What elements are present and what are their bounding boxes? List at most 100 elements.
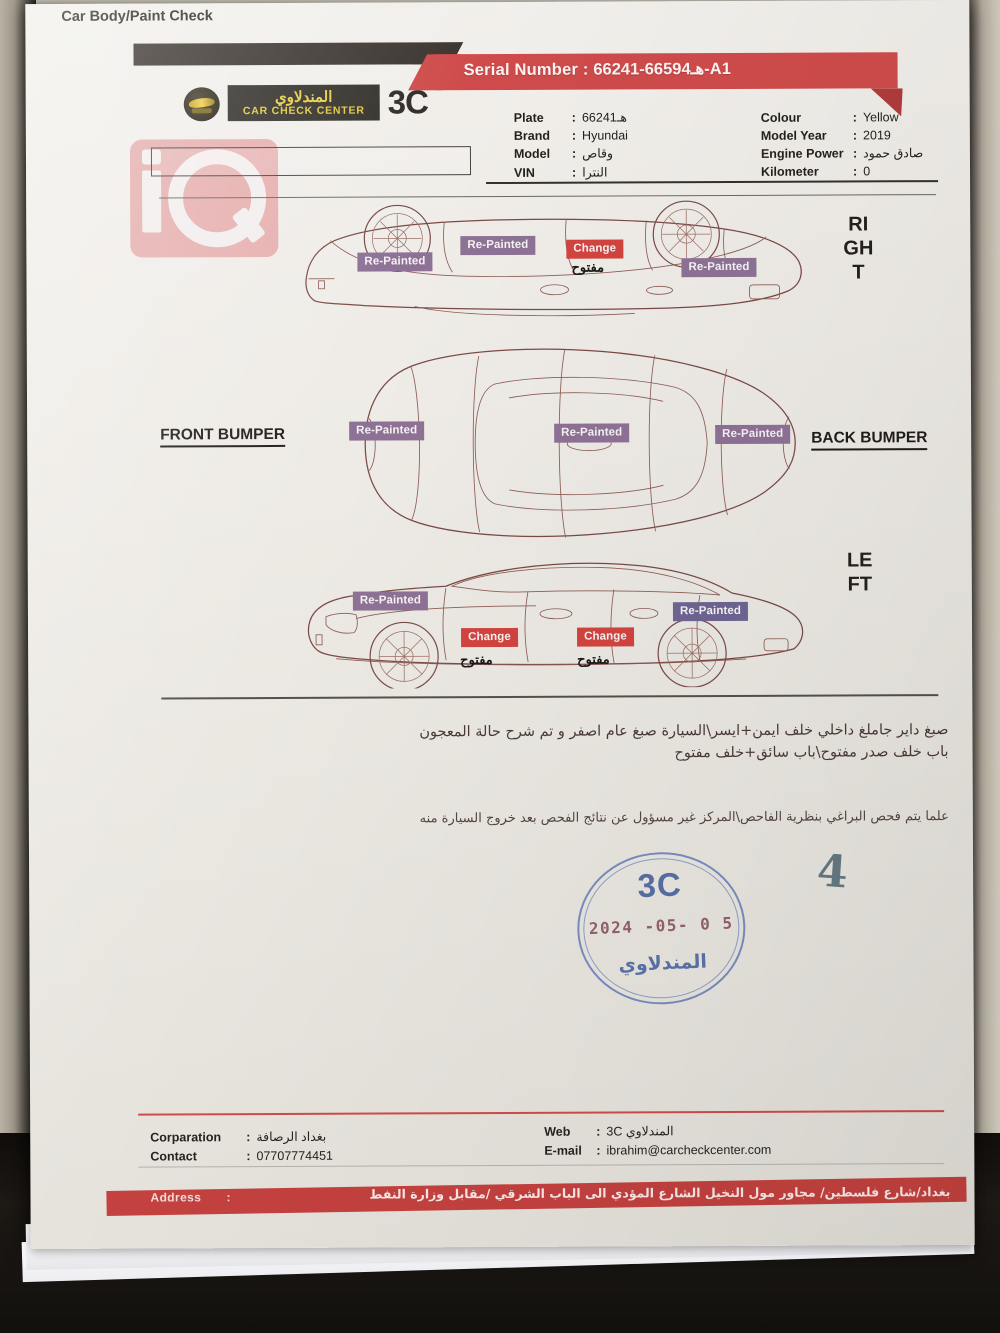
footer-top-rule [138,1110,945,1116]
footer-email-sep: : [596,1143,601,1158]
field-model-year: Model Year : 2019 [761,128,923,143]
footer-contact-label: Contact [150,1149,197,1164]
footer-contact-sep: : [246,1149,251,1164]
footer-web-value[interactable]: 3C المندلاوي [606,1124,674,1139]
damage-tag-change-lfd[interactable]: Change [461,627,518,648]
field-vin-label: VIN [513,165,535,180]
field-model-sep: : [571,146,577,161]
footer-web: Web : 3C المندلاوي [544,1123,771,1139]
serial-number-label: Serial Number : [463,60,589,80]
serial-number: Serial Number : هـ66594-66241-A1 [464,58,884,86]
side-label-left-text: LEFT [846,549,873,596]
field-vin: VIN : النترا [514,164,628,179]
field-engine-power-sep: : [852,146,858,161]
company-logo-plate: المندلاوي CAR CHECK CENTER [227,84,380,122]
footer-corporation: Corparation : بغداد الرصافة [150,1129,333,1145]
company-short-name: 3C [387,83,428,121]
field-kilometer: Kilometer : 0 [760,163,923,179]
field-vin-sep: : [571,165,577,180]
inspection-disclaimer: علما يتم فحص البراغي بنظرية الفاحص\المرك… [419,809,949,827]
side-label-left: LEFT [843,548,877,596]
field-model: Model : وقاص [513,145,628,161]
serial-number-value: هـ66594-66241-A1 [593,59,732,79]
footer-email-label: E-mail [544,1143,582,1158]
field-brand-label: Brand [513,128,551,143]
field-colour-label: Colour [760,110,802,125]
damage-tag-repaint-lr[interactable]: Re-Painted [672,601,749,622]
inspection-report-paper: Serial Number : هـ66594-66241-A1 المندلا… [25,0,975,1250]
car-diagram-left-side [307,562,804,689]
field-kilometer-sep: : [852,163,858,178]
field-engine-power: Engine Power : صادق حمود [761,145,923,161]
field-kilometer-value: 0 [863,163,871,178]
car-diagram-right-side [305,200,802,317]
field-model-label: Model [513,146,551,161]
damage-tag-repaint-rr[interactable]: Re-Painted [681,257,757,278]
page-title: Car Body/Paint Check [61,8,213,25]
handwritten-mark: 4 [815,845,850,899]
footer-corporation-label: Corparation [150,1130,222,1145]
field-engine-power-value: صادق حمود [863,146,924,161]
footer-corporation-sep: : [246,1130,251,1145]
damage-tag-repaint-top-front[interactable]: Re-Painted [349,421,425,441]
header-dark-bar [133,42,424,66]
car-diagram-top-view [364,348,796,538]
damage-tag-repaint-rm[interactable]: Re-Painted [460,235,536,256]
field-kilometer-label: Kilometer [760,164,819,179]
field-colour: Colour : Yellow [761,110,923,125]
footer-contact-value[interactable]: 07707774451 [256,1148,334,1164]
address-label: Address [150,1190,202,1205]
field-model-value: وقاص [582,146,614,161]
back-bumper-label: BACK BUMPER [811,429,928,451]
field-plate: Plate : هـ66241 [514,109,628,124]
side-label-right: RIGHT [841,212,875,284]
vehicle-fields-right: Colour : Yellow Model Year : 2019 Engine… [761,110,924,182]
report-title-box [150,146,472,177]
approval-stamp: 3C 2024 -05- 0 5 المندلاوي [574,849,749,1008]
logo-swoosh [188,96,216,109]
footer-email: E-mail : ibrahim@carcheckcenter.com [544,1143,771,1158]
field-plate-value: هـ66241 [581,110,628,125]
side-label-right-text: RIGHT [843,213,874,284]
field-model-year-label: Model Year [760,128,827,143]
logo-base [191,108,212,114]
field-brand-sep: : [571,128,577,143]
watermark-letter-i [142,170,162,233]
field-plate-sep: : [571,110,576,125]
field-vin-value: النترا [582,165,608,180]
footer-web-sep: : [596,1124,601,1139]
company-name-arabic: المندلاوي [274,88,333,106]
damage-tag-repaint-rf[interactable]: Re-Painted [357,252,433,272]
field-brand-value: Hyundai [582,127,628,143]
footer-email-value[interactable]: ibrahim@carcheckcenter.com [606,1142,772,1158]
field-engine-power-label: Engine Power [760,146,844,161]
field-colour-sep: : [852,110,857,125]
footer-corporation-value: بغداد الرصافة [256,1129,327,1145]
stamp-company-short: 3C [636,865,683,905]
damage-note-open-rd: مفتوح [571,259,605,275]
field-model-year-value: 2019 [863,127,891,142]
damage-tag-repaint-lf[interactable]: Re-Painted [352,591,429,611]
field-model-year-sep: : [852,127,858,142]
front-bumper-label: FRONT BUMPER [160,425,286,448]
damage-tag-change-lrd[interactable]: Change [577,627,634,647]
field-plate-label: Plate [513,110,544,125]
damage-tag-repaint-top-rear[interactable]: Re-Painted [715,424,791,445]
damage-note-open-lfd: مفتوح [460,652,493,668]
address-sep: : [226,1190,231,1205]
footer-contact-right: Web : 3C المندلاوي E-mail : ibrahim@carc… [544,1123,771,1163]
inspection-note-line-2: باب خلف صدر مفتوح\باب سائق+خلف مفتوح [674,744,949,762]
field-brand: Brand : Hyundai [514,128,628,142]
vehicle-fields-left: Plate : هـ66241 Brand : Hyundai Model : … [514,109,628,182]
field-colour-value: Yellow [862,110,899,125]
company-name-english: CAR CHECK CENTER [242,104,365,117]
footer-contact: Contact : 07707774451 [150,1149,333,1164]
damage-note-open-lrd: مفتوح [577,651,610,667]
diagram-bottom-divider [161,694,939,700]
company-logo-emblem [183,87,220,122]
footer-contact-left: Corparation : بغداد الرصافة Contact : 07… [150,1129,333,1169]
footer-web-label: Web [544,1124,571,1139]
address-value: بغداد/شارع فلسطين/ مجاور مول النخيل الشا… [369,1184,951,1202]
damage-tag-change-rd[interactable]: Change [566,239,624,259]
damage-tag-repaint-top-mid[interactable]: Re-Painted [554,423,630,443]
